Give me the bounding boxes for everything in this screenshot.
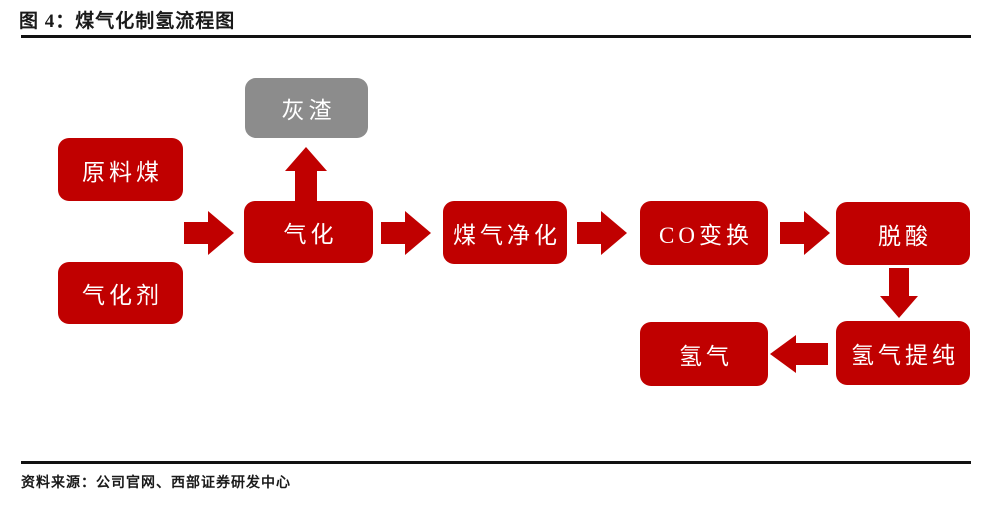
arrow-head [804, 211, 830, 255]
node-co-shift: CO变换 [640, 201, 768, 265]
node-gasifying-agent-label: 气化剂 [82, 283, 163, 308]
node-ash-residue-label: 灰渣 [281, 98, 336, 123]
node-deacidification: 脱酸 [836, 202, 970, 265]
arrow-right-icon [780, 211, 830, 255]
arrow-head [405, 211, 431, 255]
node-hydrogen-label: 氢气 [679, 344, 733, 369]
arrow-right-icon [577, 211, 627, 255]
arrow-head [770, 335, 796, 373]
node-deacidification-label: 脱酸 [878, 223, 932, 249]
arrow-stem [577, 222, 601, 244]
arrow-head [208, 211, 234, 255]
arrow-right-icon [184, 211, 234, 255]
node-raw-coal: 原料煤 [58, 138, 183, 201]
arrow-stem [184, 222, 208, 244]
node-gasifying-agent: 气化剂 [58, 262, 183, 324]
top-divider [21, 35, 971, 38]
arrow-stem [780, 222, 804, 244]
node-gas-purification: 煤气净化 [443, 201, 567, 264]
node-gas-purification-label: 煤气净化 [453, 222, 561, 248]
arrow-head [285, 147, 327, 171]
arrow-head [880, 296, 918, 318]
node-hydrogen-purification-label: 氢气提纯 [851, 343, 959, 368]
node-ash-residue: 灰渣 [245, 78, 368, 138]
bottom-divider [21, 461, 971, 464]
arrow-up-icon [285, 147, 327, 202]
node-gasification-label: 气化 [283, 222, 338, 247]
node-co-shift-label: CO变换 [659, 223, 753, 248]
arrow-stem [295, 171, 317, 202]
arrow-stem [796, 343, 828, 365]
figure-title: 图 4：煤气化制氢流程图 [19, 11, 236, 32]
arrow-right-icon [381, 211, 431, 255]
source-note: 资料来源：公司官网、西部证券研发中心 [21, 476, 291, 491]
node-hydrogen-purification: 氢气提纯 [836, 321, 970, 385]
node-raw-coal-label: 原料煤 [82, 159, 163, 185]
arrow-down-icon [880, 268, 918, 318]
node-gasification: 气化 [244, 201, 373, 263]
arrow-left-icon [770, 335, 828, 373]
node-hydrogen: 氢气 [640, 322, 768, 386]
arrow-stem [889, 268, 909, 296]
arrow-head [601, 211, 627, 255]
arrow-stem [381, 222, 405, 244]
